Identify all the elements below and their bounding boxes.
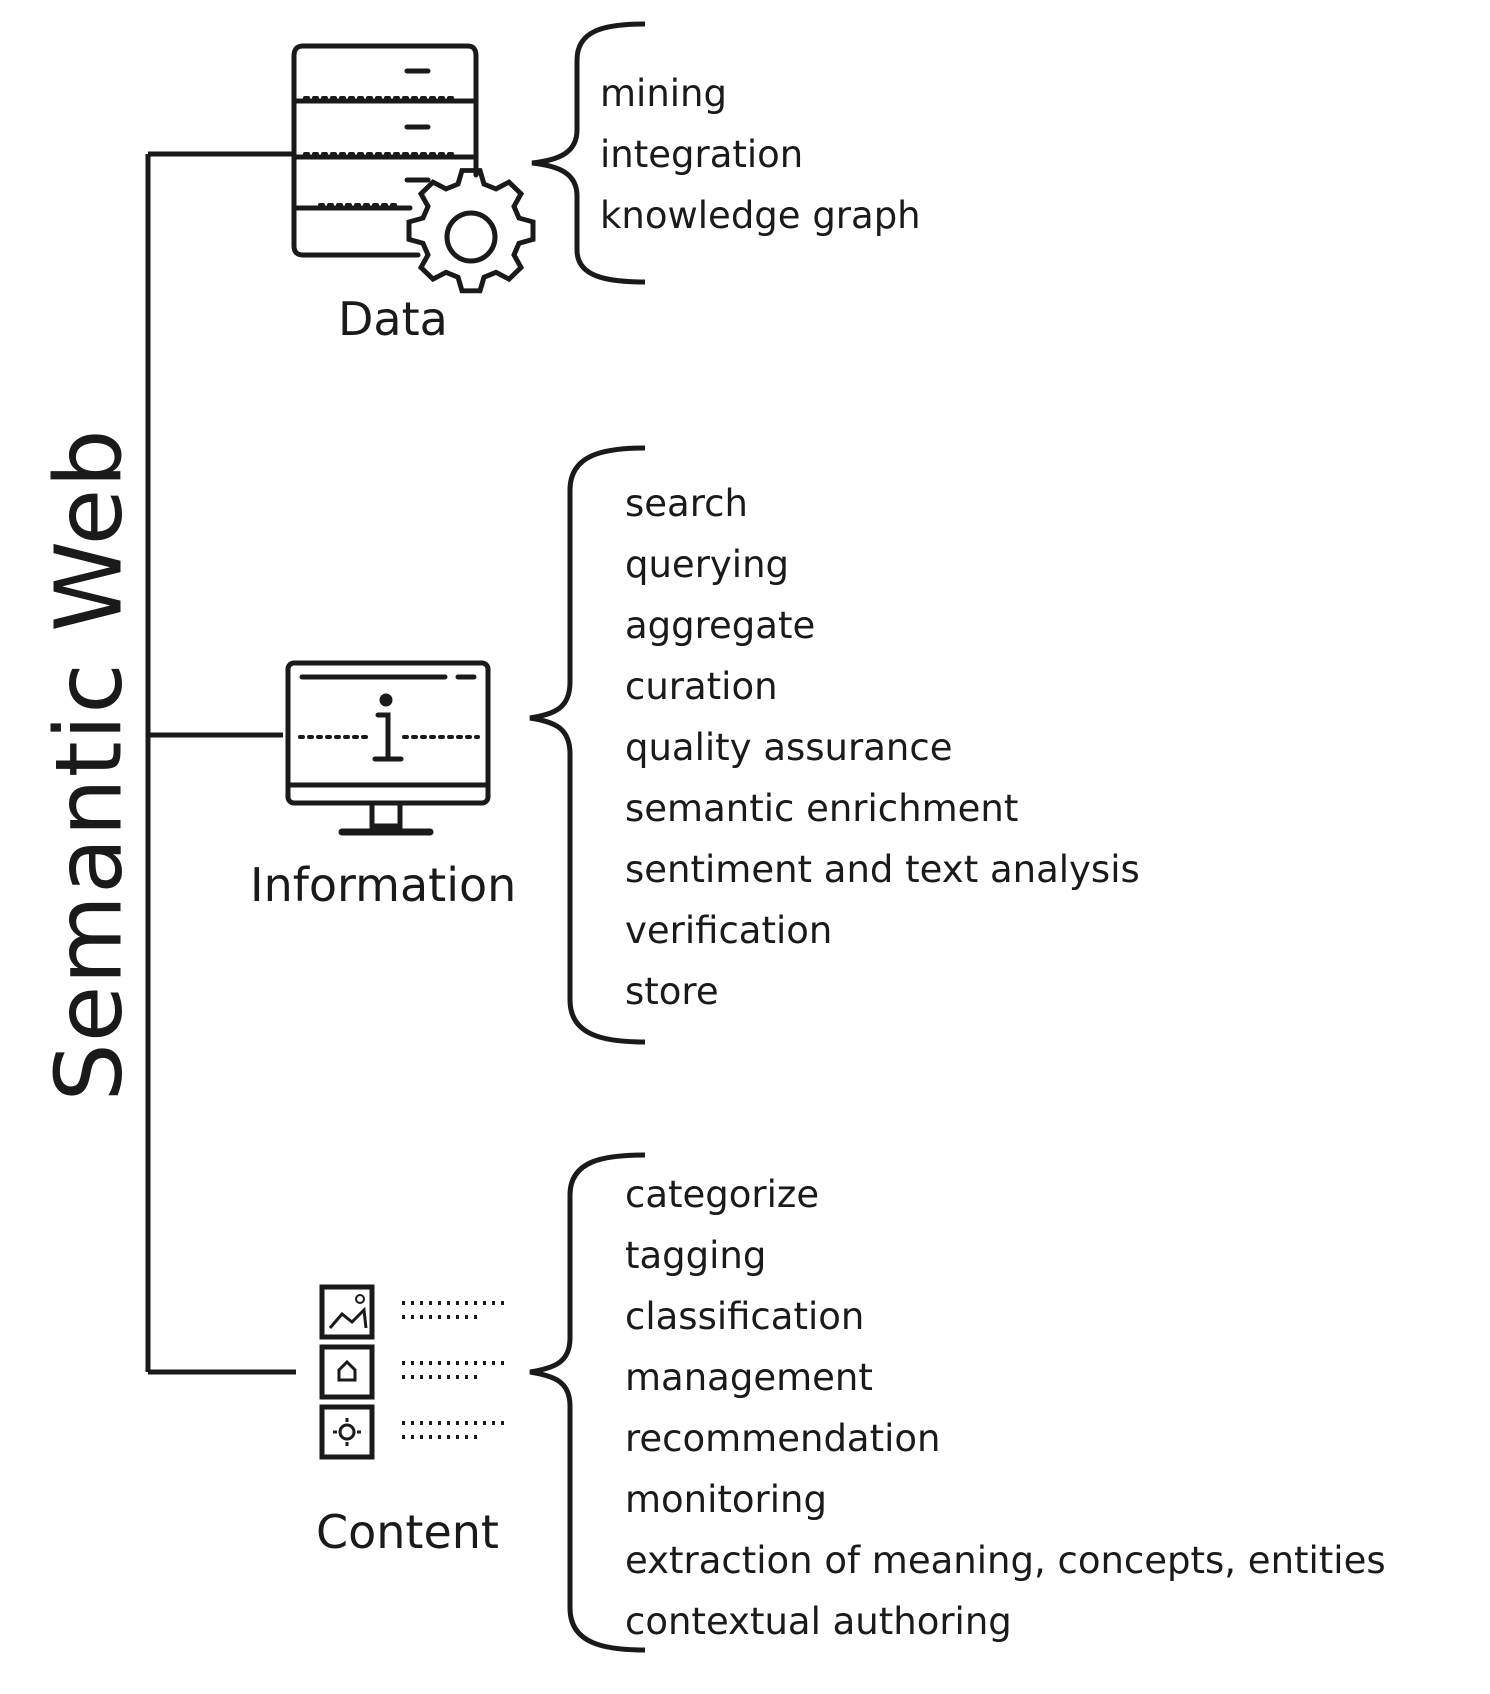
title-text: Semantic Web xyxy=(35,428,143,1102)
list-item: classification xyxy=(625,1295,865,1338)
diagram-title: Semantic Web xyxy=(34,0,144,1694)
category-label-information: Information xyxy=(250,858,517,912)
brace-content xyxy=(529,1152,646,1653)
monitor-info-icon xyxy=(285,660,491,836)
list-item: recommendation xyxy=(625,1417,941,1460)
list-item: quality assurance xyxy=(625,726,953,769)
list-item: store xyxy=(625,970,719,1013)
list-item: categorize xyxy=(625,1173,820,1216)
data-items-list: mining integration knowledge graph xyxy=(600,63,921,246)
list-item: contextual authoring xyxy=(625,1600,1012,1643)
information-items-list: search querying aggregate curation quali… xyxy=(625,473,1140,1022)
category-label-content: Content xyxy=(316,1505,499,1559)
list-item: verification xyxy=(625,909,833,952)
list-item: semantic enrichment xyxy=(625,787,1019,830)
list-item: tagging xyxy=(625,1234,767,1277)
list-item: aggregate xyxy=(625,604,816,647)
list-item: monitoring xyxy=(625,1478,827,1521)
category-label-data: Data xyxy=(338,292,448,346)
media-content-list-icon xyxy=(319,1284,508,1460)
brace-data xyxy=(531,21,646,285)
list-item: mining xyxy=(600,72,727,115)
list-item: integration xyxy=(600,133,804,176)
list-item: knowledge graph xyxy=(600,194,921,237)
list-item: sentiment and text analysis xyxy=(625,848,1140,891)
content-items-list: categorize tagging classification manage… xyxy=(625,1164,1386,1652)
list-item: curation xyxy=(625,665,778,708)
database-server-gear-icon xyxy=(291,43,536,294)
list-item: querying xyxy=(625,543,790,586)
list-item: extraction of meaning, concepts, entitie… xyxy=(625,1539,1386,1582)
list-item: management xyxy=(625,1356,873,1399)
brace-information xyxy=(529,445,646,1045)
list-item: search xyxy=(625,482,748,525)
